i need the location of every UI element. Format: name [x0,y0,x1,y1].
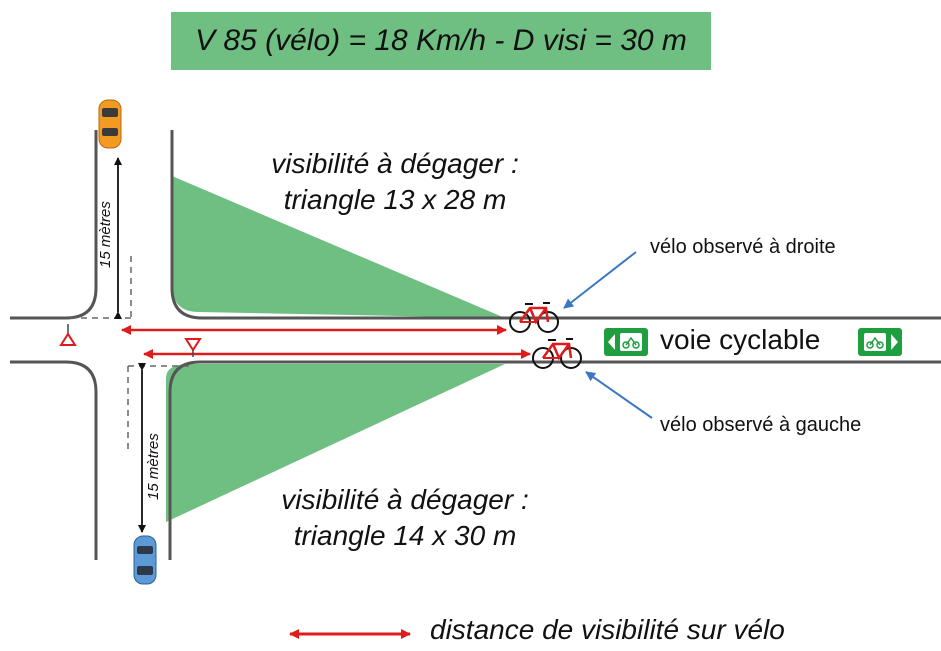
speed-banner-text: V 85 (vélo) = 18 Km/h - D visi = 30 m [195,24,687,57]
blue-car-icon [133,535,157,585]
triangle-top-line1: visibilité à dégager : [271,148,519,179]
visibility-triangle-bottom [166,364,505,522]
cycle-lane-label: voie cyclable [660,324,821,355]
yield-sign-icon [184,338,202,357]
legend-label: distance de visibilité sur vélo [430,614,785,645]
visibility-triangle-top [172,176,505,318]
pointer-arrow-left [585,371,653,419]
stop-lines-dashed [70,256,190,450]
yield-sign-icon [59,324,77,346]
triangle-bottom-line1: visibilité à dégager : [281,484,529,515]
cycle-lane-sign-right-icon [858,328,902,356]
speed-banner: V 85 (vélo) = 18 Km/h - D visi = 30 m [171,12,711,70]
orange-car-icon [98,99,122,149]
triangle-bottom-line2: triangle 14 x 30 m [293,520,517,551]
cycle-lane-sign-left-icon [604,328,648,356]
distance-label-bottom: 15 mètres [145,433,162,500]
bicycle-icon [509,302,559,333]
triangle-bottom-caption: visibilité à dégager : triangle 14 x 30 … [245,482,565,554]
triangle-top-line2: triangle 13 x 28 m [283,184,507,215]
observed-right-label: vélo observé à droite [650,236,836,258]
triangle-top-caption: visibilité à dégager : triangle 13 x 28 … [235,146,555,218]
observed-left-label: vélo observé à gauche [660,414,862,436]
bicycle-icon [532,338,582,369]
road-edges [10,130,941,560]
distance-label-top: 15 mètres [97,201,114,268]
pointer-arrow-right [563,251,637,309]
